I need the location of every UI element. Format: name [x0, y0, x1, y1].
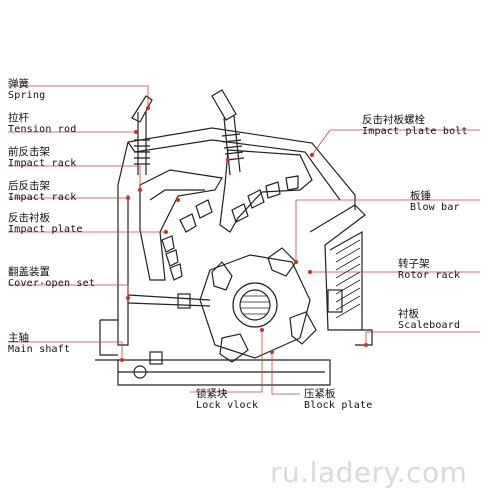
rear-impact-rack	[219, 149, 313, 233]
label-block-plate-en: Block plate	[304, 400, 373, 411]
label-cover-open-zh: 翻盖装置	[8, 266, 50, 278]
blow-bar-bottom	[219, 333, 249, 363]
tension-rod-left	[131, 95, 153, 175]
left-wall	[117, 185, 129, 346]
label-lock-block-zh: 锁紧块	[196, 388, 228, 400]
scaleboard-hatch	[335, 239, 361, 319]
label-block-plate-zh: 压紧板	[304, 388, 336, 400]
label-scaleboard: 衬板 Scaleboard	[398, 308, 460, 332]
label-front-rack: 前反击架 Impact rack	[8, 146, 76, 170]
label-rear-rack: 后反击架 Impact rack	[8, 180, 76, 204]
cover-open-cylinder	[127, 294, 211, 307]
label-tension-rod: 拉杆 Tension rod	[8, 112, 76, 136]
base-frame	[95, 359, 331, 386]
label-rear-rack-en: Impact rack	[8, 192, 77, 203]
label-blow-bar: 板锤 Blow bar	[410, 190, 460, 214]
label-cover-open: 翻盖装置 Cover-open set	[8, 266, 95, 290]
blow-bar-left	[211, 261, 233, 291]
label-lock-block-en: Lock vlock	[196, 400, 259, 411]
label-main-shaft-en: Main shaft	[8, 344, 71, 355]
housing-outline	[117, 127, 356, 210]
label-cover-open-en: Cover-open set	[8, 278, 96, 289]
label-rotor-rack: 转子架 Rotor rack	[398, 258, 460, 282]
label-block-plate: 压紧板 Block plate	[304, 388, 372, 412]
blow-bar-top	[267, 247, 297, 277]
label-lock-block: 锁紧块 Lock vlock	[196, 388, 258, 412]
label-scaleboard-en: Scaleboard	[398, 320, 461, 331]
right-wall	[309, 204, 373, 346]
label-impact-plate-zh: 反击衬板	[8, 212, 50, 224]
label-spring: 弹簧 Spring	[8, 78, 45, 102]
label-tension-rod-zh: 拉杆	[8, 112, 29, 124]
leader-dots	[120, 106, 368, 362]
label-front-rack-en: Impact rack	[8, 158, 77, 169]
label-rear-rack-zh: 后反击架	[8, 180, 50, 192]
tension-rod-right	[211, 89, 245, 176]
label-front-rack-zh: 前反击架	[8, 146, 50, 158]
label-spring-zh: 弹簧	[8, 78, 29, 90]
front-impact-rack	[139, 169, 223, 281]
label-rotor-rack-en: Rotor rack	[398, 270, 461, 281]
label-spring-en: Spring	[8, 90, 46, 101]
label-blow-bar-zh: 板锤	[410, 190, 431, 202]
label-main-shaft-zh: 主轴	[8, 332, 29, 344]
watermark: ru.ladery.com	[270, 456, 468, 489]
label-rotor-rack-zh: 转子架	[398, 258, 430, 270]
label-main-shaft: 主轴 Main shaft	[8, 332, 70, 356]
label-plate-bolt-en: Impact plate bolt	[362, 126, 468, 137]
label-scaleboard-zh: 衬板	[398, 308, 419, 320]
front-impact-plate	[161, 199, 213, 281]
blow-bar-right	[289, 311, 317, 345]
label-plate-bolt: 反击衬板螺栓 Impact plate bolt	[362, 114, 468, 138]
rotor	[199, 254, 311, 359]
label-impact-plate-en: Impact plate	[8, 224, 83, 235]
label-impact-plate: 反击衬板 Impact plate	[8, 212, 83, 236]
label-tension-rod-en: Tension rod	[8, 124, 77, 135]
rear-impact-plate	[231, 175, 299, 223]
label-blow-bar-en: Blow bar	[410, 202, 460, 213]
label-plate-bolt-zh: 反击衬板螺栓	[362, 114, 425, 126]
leader-lines	[8, 85, 480, 395]
